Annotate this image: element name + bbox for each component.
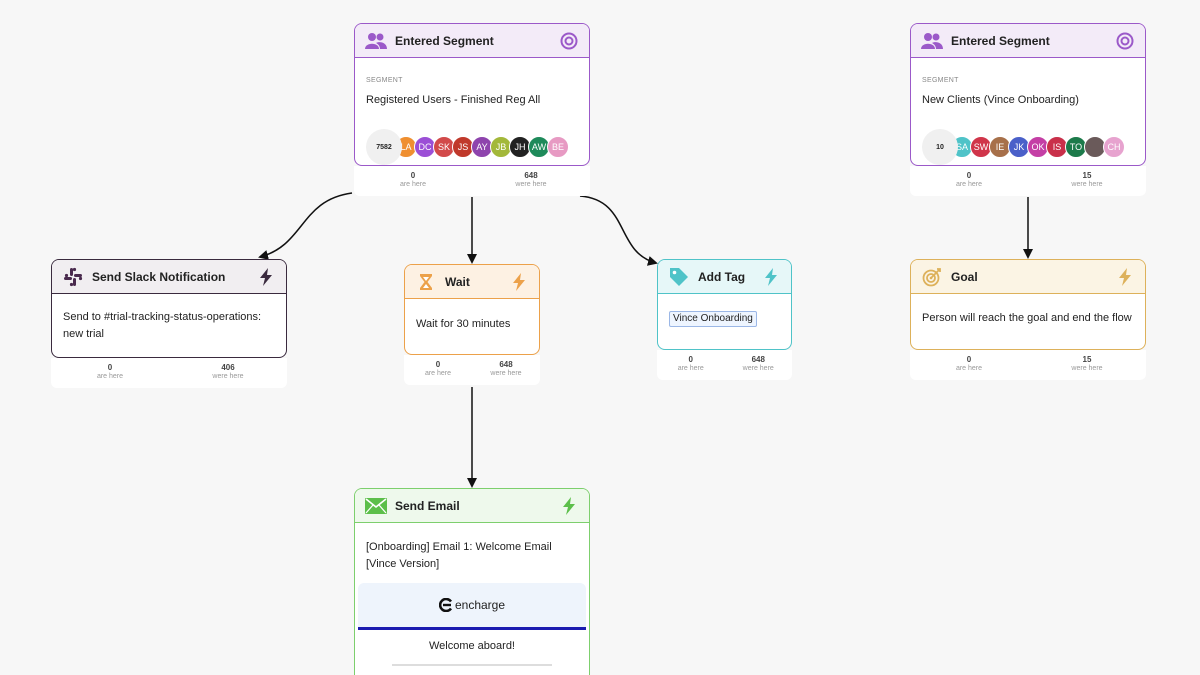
email-heading: Welcome aboard! <box>428 640 515 652</box>
are-here-count: 0 <box>966 171 972 180</box>
were-here-count: 648 <box>499 360 513 369</box>
avatar[interactable]: JS <box>452 136 474 158</box>
are-here-count: 0 <box>410 171 416 180</box>
contact-count: 7582 <box>366 129 402 165</box>
segment-name: Registered Users - Finished Reg All <box>366 94 541 106</box>
were-here-count: 648 <box>751 355 765 364</box>
envelope-icon <box>365 495 387 517</box>
node-title: Send Email <box>395 498 460 513</box>
node-description: Wait for 30 minutes <box>416 318 511 330</box>
hourglass-icon <box>415 271 437 293</box>
node-description: Send to #trial-tracking-status-operation… <box>63 311 262 340</box>
avatar[interactable]: DC <box>414 136 436 158</box>
node-title: Entered Segment <box>951 33 1050 48</box>
brand-name: encharge <box>454 598 506 612</box>
email-subject: [Onboarding] Email 1: Welcome Email [Vin… <box>366 541 552 570</box>
node-description: Person will reach the goal and end the f… <box>922 312 1132 324</box>
were-here-count: 406 <box>221 363 235 372</box>
node-title: Wait <box>445 274 470 289</box>
users-icon <box>365 30 387 52</box>
were-here-count: 648 <box>524 171 538 180</box>
were-here-label: were here <box>515 181 547 188</box>
are-here-label: are here <box>96 373 124 380</box>
slack-icon <box>62 266 84 288</box>
were-here-label: were here <box>742 365 774 372</box>
are-here-count: 0 <box>107 363 113 372</box>
are-here-count: 0 <box>435 360 441 369</box>
action-add-tag[interactable]: Add Tag Vince Onboarding <box>657 259 792 350</box>
brand-logo: encharge <box>438 598 506 612</box>
are-here-label: are here <box>955 365 983 372</box>
email-body-placeholder <box>355 662 589 670</box>
avatar[interactable]: IE <box>989 136 1011 158</box>
trigger-entered-segment-2[interactable]: Entered Segment SEGMENT New Clients (Vin… <box>910 23 1146 166</box>
segment-label: SEGMENT <box>922 77 959 84</box>
were-here-label: were here <box>212 373 244 380</box>
are-here-count: 0 <box>966 355 972 364</box>
target-icon[interactable] <box>559 31 579 51</box>
avatar[interactable]: CH <box>1103 136 1125 158</box>
tag-icon <box>668 266 690 288</box>
tag-chip: Vince Onboarding <box>669 311 757 327</box>
segment-label: SEGMENT <box>366 77 403 84</box>
edge-segment1-slack <box>258 192 353 260</box>
lightning-icon[interactable] <box>559 496 579 516</box>
trigger-entered-segment-1[interactable]: Entered Segment SEGMENT Registered Users… <box>354 23 590 166</box>
segment-name: New Clients (Vince Onboarding) <box>922 94 1079 106</box>
were-here-label: were here <box>490 370 522 377</box>
lightning-icon[interactable] <box>1115 267 1135 287</box>
are-here-count: 0 <box>688 355 693 364</box>
edge-segment1-tag <box>579 195 658 266</box>
lightning-icon[interactable] <box>256 267 276 287</box>
were-here-count: 15 <box>1082 355 1092 364</box>
goal-target-icon <box>921 266 943 288</box>
action-goal[interactable]: Goal Person will reach the goal and end … <box>910 259 1146 350</box>
target-icon[interactable] <box>1115 31 1135 51</box>
action-wait[interactable]: Wait Wait for 30 minutes <box>404 264 540 355</box>
lightning-icon[interactable] <box>509 272 529 292</box>
are-here-label: are here <box>424 370 452 377</box>
email-preview: encharge <box>358 583 586 630</box>
avatar[interactable]: BE <box>547 136 569 158</box>
users-icon <box>921 30 943 52</box>
node-title: Add Tag <box>698 269 746 284</box>
were-here-count: 15 <box>1082 171 1092 180</box>
are-here-label: are here <box>955 181 983 188</box>
avatar[interactable]: OK <box>1027 136 1049 158</box>
were-here-label: were here <box>1071 365 1103 372</box>
were-here-label: were here <box>1071 181 1103 188</box>
node-title: Goal <box>951 269 978 284</box>
are-here-label: are here <box>399 181 427 188</box>
lightning-icon[interactable] <box>761 267 781 287</box>
contact-count: 10 <box>922 129 958 165</box>
node-title: Entered Segment <box>395 33 494 48</box>
action-send-slack-notification[interactable]: Send Slack Notification Send to #trial-t… <box>51 259 287 358</box>
node-title: Send Slack Notification <box>92 269 226 284</box>
are-here-label: are here <box>677 365 704 372</box>
action-send-email[interactable]: Send Email [Onboarding] Email 1: Welcome… <box>354 488 590 675</box>
